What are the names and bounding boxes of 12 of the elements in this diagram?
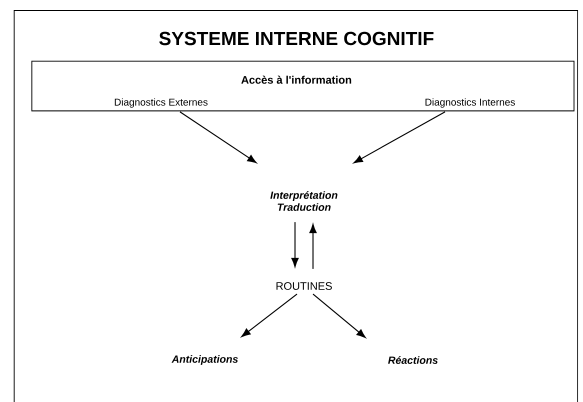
diagnostic-label: Diagnostics Internes [426, 98, 515, 108]
routine-label: ROUTINES [276, 282, 332, 290]
arrow [180, 111, 257, 164]
arrow [312, 294, 366, 338]
diagnostic-label: Diagnostics Externes [114, 98, 208, 108]
output-label: Réactions [388, 356, 438, 364]
process-label: Interprétation Traduction [270, 191, 338, 211]
arrow [309, 224, 317, 269]
arrow [354, 111, 446, 164]
arrow [241, 294, 298, 338]
output-label: Anticipations [172, 355, 238, 365]
arrow [291, 222, 299, 268]
